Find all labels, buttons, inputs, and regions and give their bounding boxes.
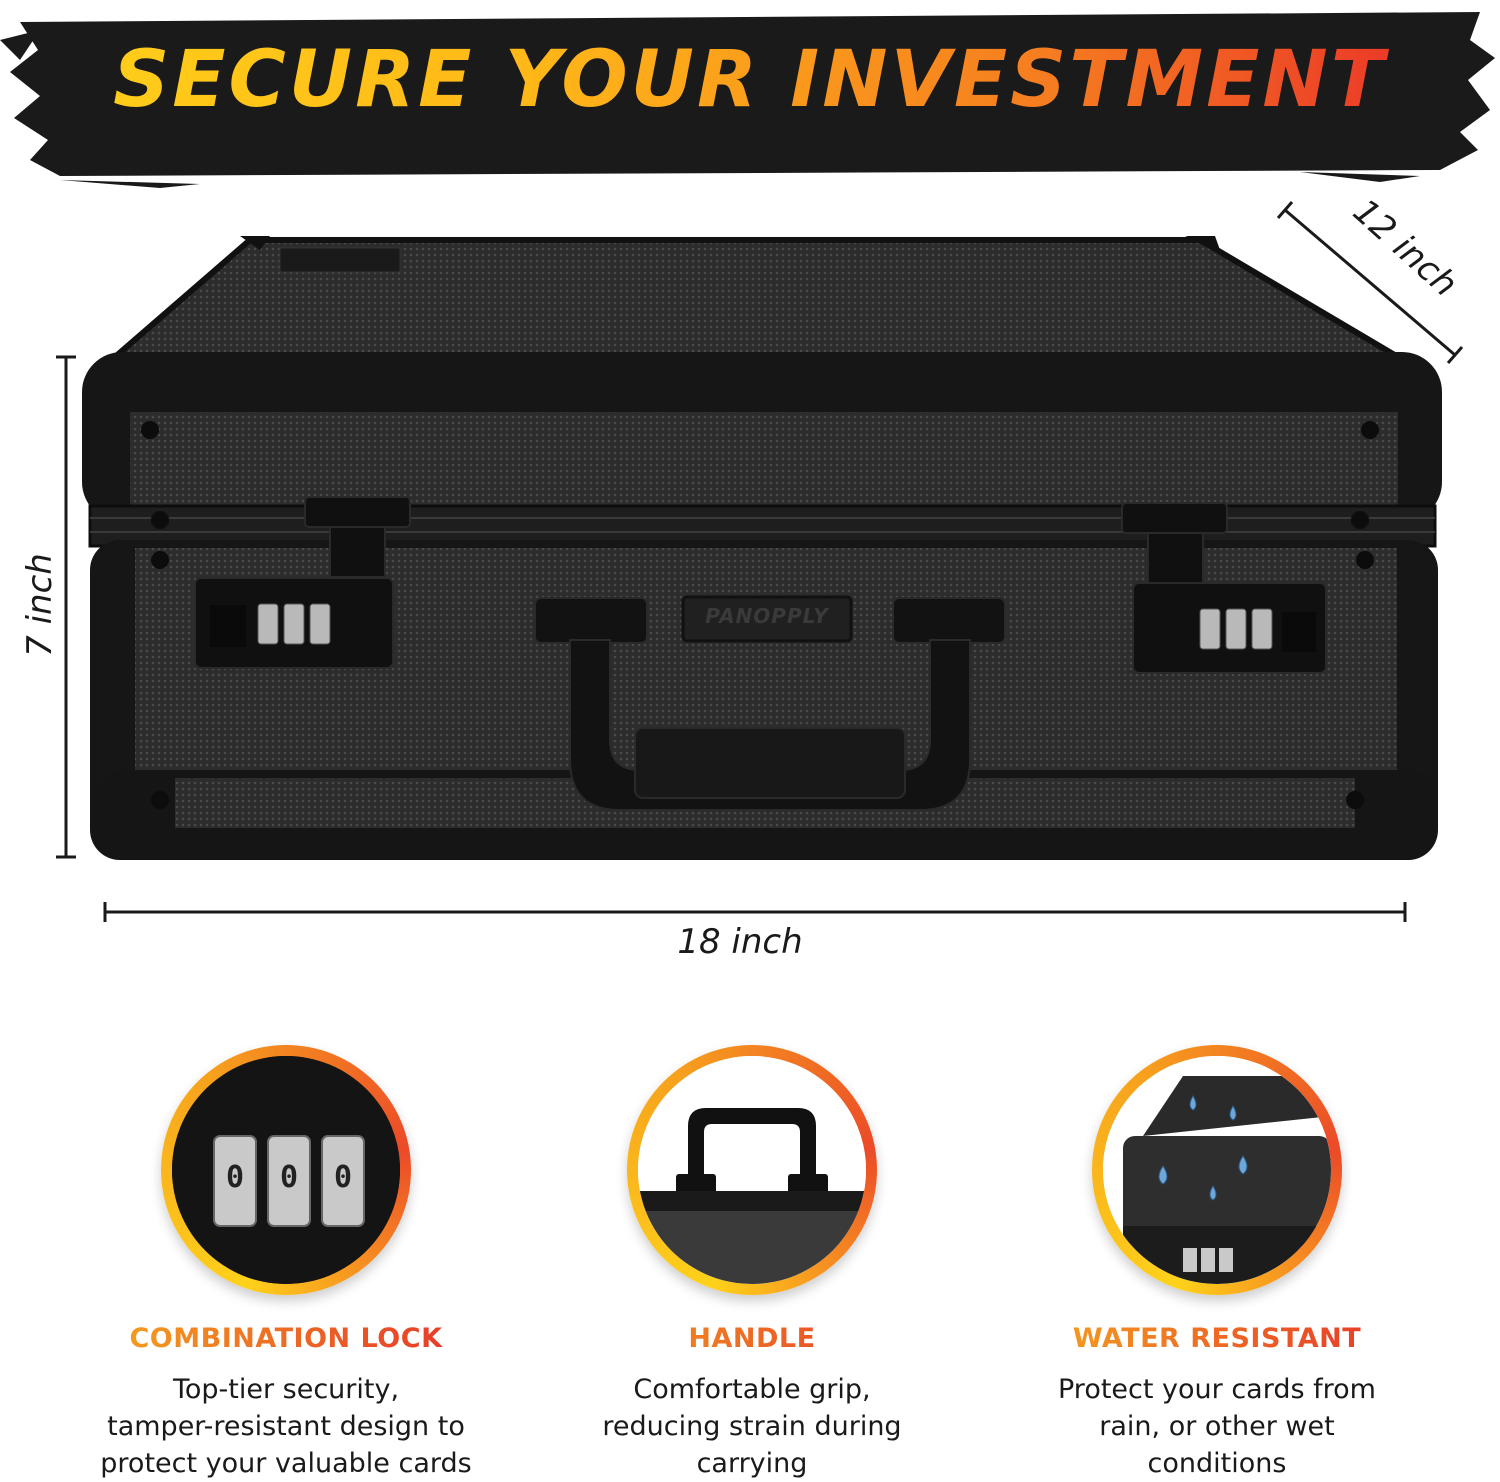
feature-description-line: tamper-resistant design to: [107, 1411, 465, 1442]
brand-plate: PANOPPLY: [705, 604, 829, 628]
water-closeup-image: [1092, 1045, 1342, 1295]
lock-dials-icon: [172, 1056, 400, 1284]
feature-description-line: carrying: [696, 1448, 808, 1479]
feature-description: Protect your cards from rain, or other w…: [1017, 1371, 1417, 1482]
feature-description-line: conditions: [1147, 1448, 1287, 1479]
feature-description: Top-tier security, tamper-resistant desi…: [86, 1371, 486, 1482]
feature-description-line: Top-tier security,: [172, 1374, 400, 1405]
feature-title: WATER RESISTANT: [1017, 1323, 1417, 1354]
feature-description-line: Protect your cards from: [1058, 1374, 1376, 1405]
case-illustration: [56, 201, 1464, 922]
feature-description-line: reducing strain during: [602, 1411, 902, 1442]
feature-handle: HANDLE Comfortable grip, reducing strain…: [552, 1045, 952, 1479]
feature-title: HANDLE: [552, 1323, 952, 1354]
feature-water-resistant: WATER RESISTANT Protect your cards from …: [1017, 1045, 1417, 1479]
handle-icon: [638, 1056, 866, 1284]
headline: SECURE YOUR INVESTMENT: [0, 35, 1500, 125]
handle-closeup-image: [627, 1045, 877, 1295]
lock-digit-3: 0: [333, 1160, 353, 1195]
feature-description-line: protect your valuable cards: [100, 1448, 472, 1479]
feature-description-line: Comfortable grip,: [633, 1374, 871, 1405]
lock-closeup-image: 0 0 0: [161, 1045, 411, 1295]
feature-combination-lock: 0 0 0 COMBINATION LOCK Top-tier security…: [86, 1045, 486, 1479]
headline-banner: [0, 12, 1495, 188]
width-dimension-label: 18 inch: [677, 922, 803, 962]
height-dimension-label: 7 inch: [20, 553, 60, 657]
feature-description-line: rain, or other wet: [1099, 1411, 1335, 1442]
water-drops-icon: [1103, 1056, 1331, 1284]
feature-description: Comfortable grip, reducing strain during…: [552, 1371, 952, 1482]
feature-title: COMBINATION LOCK: [86, 1323, 486, 1354]
lock-digit-2: 0: [279, 1160, 299, 1195]
lock-digit-1: 0: [225, 1160, 245, 1195]
